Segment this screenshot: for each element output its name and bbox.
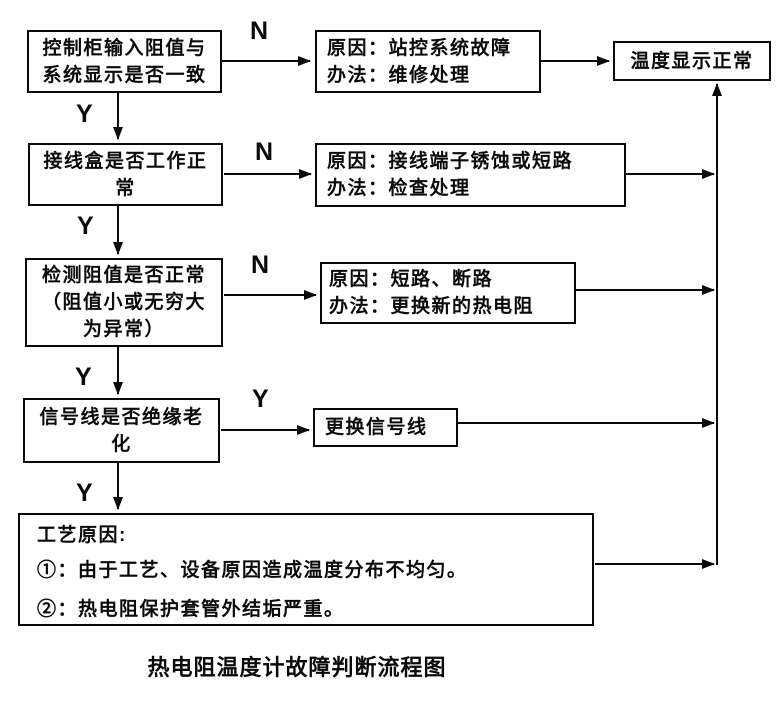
label-no-1: N: [250, 17, 269, 45]
result-box-replace-signal-line: 更换信号线: [313, 408, 458, 447]
label-yes-4-horizontal: Y: [252, 385, 269, 413]
box-text-line: 原因：接线端子锈蚀或短路: [327, 151, 574, 172]
box-text-line: 为异常）: [82, 319, 165, 340]
label-no-2: N: [255, 138, 274, 166]
decision-box-signal-line: 信号线是否绝缘老 化: [23, 398, 220, 463]
box-text-line: 办法：维修处理: [327, 64, 471, 86]
box-text-line: 系统显示是否一致: [42, 64, 207, 86]
result-box-terminal-corrosion: 原因：接线端子锈蚀或短路 办法：检查处理: [315, 143, 626, 207]
label-yes-1: Y: [76, 100, 93, 128]
box-text-line: 工艺原因:: [37, 525, 127, 546]
box-text-line: 检测阻值是否正常: [41, 265, 206, 286]
box-text-line: （阻值小或无穷大: [41, 292, 206, 313]
label-yes-4-vertical: Y: [76, 479, 93, 507]
box-text-line: 办法：更换新的热电阻: [329, 296, 535, 317]
label-yes-2: Y: [77, 212, 94, 240]
decision-box-input-resistance: 控制柜输入阻值与 系统显示是否一致: [27, 30, 222, 93]
final-box-temperature-normal: 温度显示正常: [613, 41, 771, 81]
box-text-line: 化: [111, 433, 132, 455]
box-text-line: ②：热电阻保护套管外结垢严重。: [37, 599, 345, 620]
box-text-line: 温度显示正常: [630, 50, 754, 72]
box-text-line: 更换信号线: [325, 417, 428, 438]
decision-box-resistance-check: 检测阻值是否正常 （阻值小或无穷大 为异常）: [25, 258, 223, 347]
decision-box-junction-box: 接线盒是否工作正 常: [28, 143, 223, 206]
label-yes-3: Y: [75, 363, 92, 391]
process-box-causes: 工艺原因: ①：由于工艺、设备原因造成温度分布不均匀。 ②：热电阻保护套管外结垢…: [18, 513, 594, 626]
diagram-caption: 热电阻温度计故障判断流程图: [147, 655, 447, 680]
box-text-line: 原因：站控系统故障: [327, 37, 512, 59]
result-box-station-control: 原因：站控系统故障 办法：维修处理: [315, 30, 541, 93]
box-text-line: 信号线是否绝缘老: [39, 406, 204, 428]
box-text-line: ①：由于工艺、设备原因造成温度分布不均匀。: [37, 560, 468, 581]
result-box-replace-rtd: 原因：短路、断路 办法：更换新的热电阻: [320, 262, 576, 324]
box-text-line: 接线盒是否工作正: [43, 150, 208, 172]
box-text-line: 原因：短路、断路: [329, 269, 494, 290]
box-text-line: 常: [115, 177, 136, 199]
label-no-3: N: [251, 251, 270, 279]
box-text-line: 办法：检查处理: [327, 178, 471, 199]
box-text-line: 控制柜输入阻值与: [42, 37, 207, 59]
